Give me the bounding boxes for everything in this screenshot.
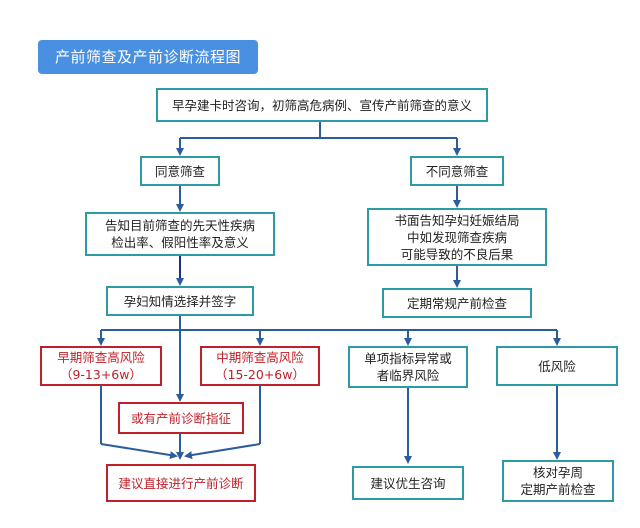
node-single-abnormal: 单项指标异常或 者临界风险: [348, 346, 468, 388]
node-written-notice: 书面告知孕妇妊娠结局 中如发现筛查疾病 可能导致的不良后果: [367, 208, 547, 266]
node-direct-diagnosis: 建议直接进行产前诊断: [106, 464, 256, 502]
node-agree: 同意筛查: [140, 156, 220, 186]
node-eugenic-consult: 建议优生咨询: [352, 466, 464, 500]
node-prenatal-indication: 或有产前诊断指征: [118, 402, 244, 434]
node-low-risk: 低风险: [496, 346, 618, 386]
node-consent: 孕妇知情选择并签字: [106, 286, 254, 316]
node-routine-check: 定期常规产前检查: [382, 288, 532, 318]
page-title: 产前筛查及产前诊断流程图: [38, 40, 258, 74]
node-start: 早孕建卡时咨询，初筛高危病例、宣传产前筛查的意义: [156, 88, 488, 122]
node-early-high-risk: 早期筛查高风险 （9-13+6w）: [40, 346, 162, 386]
node-disagree: 不同意筛查: [410, 156, 504, 186]
node-mid-high-risk: 中期筛查高风险 （15-20+6w）: [200, 346, 320, 386]
node-verify-week: 核对孕周 定期产前检查: [502, 460, 614, 502]
node-inform: 告知目前筛查的先天性疾病 检出率、假阳性率及意义: [85, 212, 275, 256]
